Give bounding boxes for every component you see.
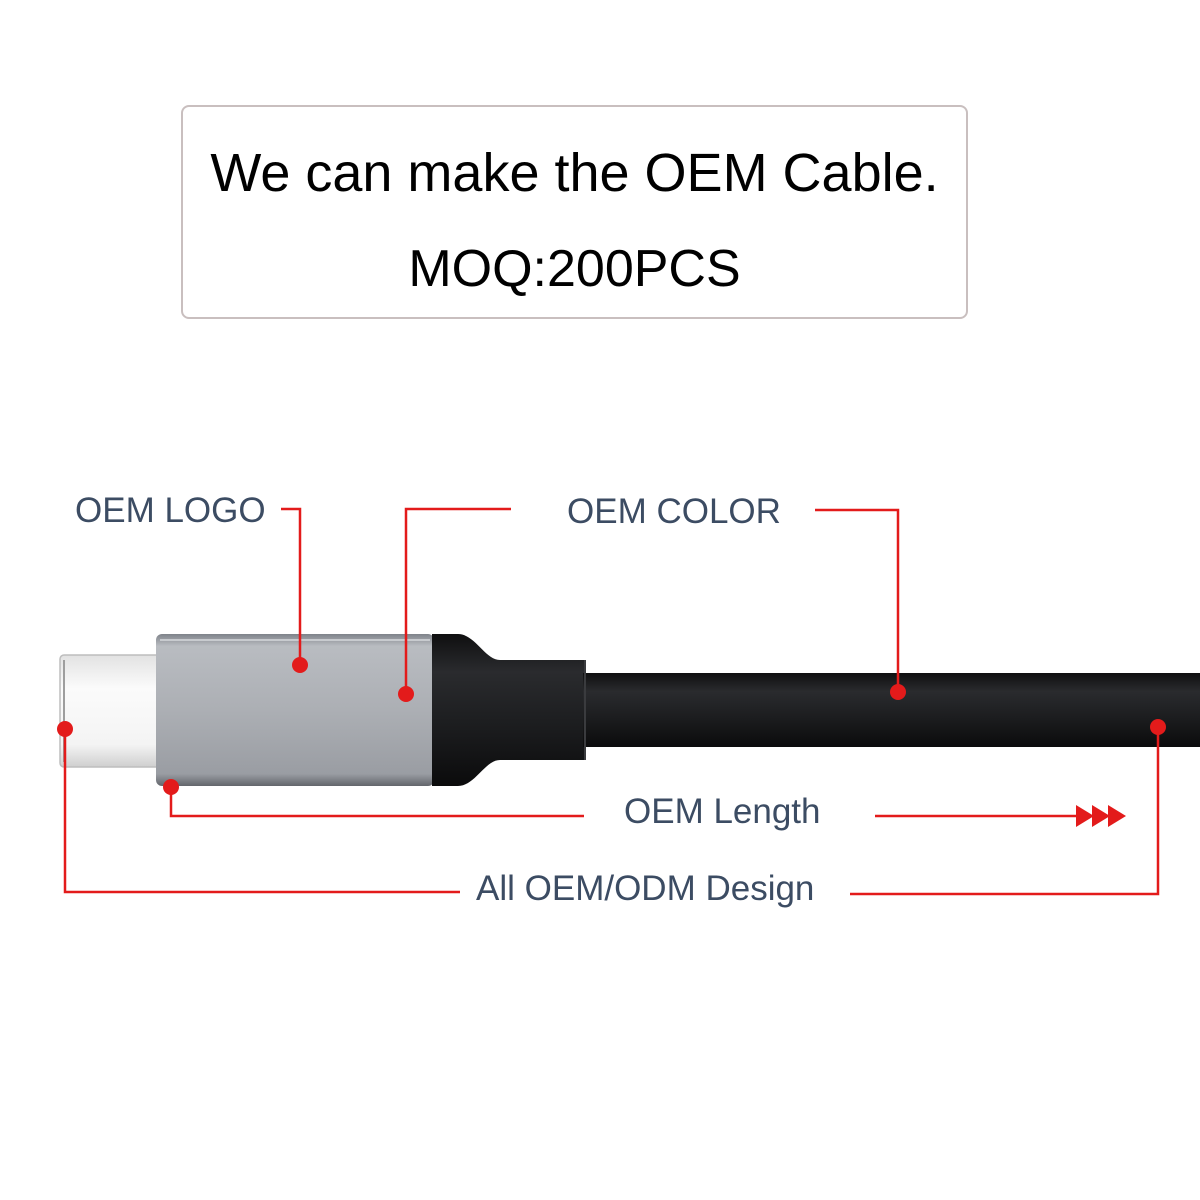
logo-leader-line bbox=[281, 507, 302, 665]
design-dot-left bbox=[57, 721, 73, 737]
design-leader-line-right bbox=[850, 727, 1160, 896]
color-dot-cable bbox=[890, 684, 906, 700]
headline-moq-text: MOQ:200PCS bbox=[408, 240, 741, 298]
oem-length-label: OEM Length bbox=[624, 792, 821, 831]
length-leader-line-left bbox=[169, 787, 584, 818]
oem-odm-design-label: All OEM/ODM Design bbox=[476, 869, 815, 908]
design-dot-right bbox=[1150, 719, 1166, 735]
callout-dots bbox=[57, 657, 1166, 795]
leader-lines bbox=[63, 507, 1160, 896]
usb-c-plug-tip bbox=[59, 654, 165, 768]
connector-shell bbox=[156, 634, 434, 786]
cable-body bbox=[432, 634, 1200, 786]
headline-banner: We can make the OEM Cable. MOQ:200PCS bbox=[181, 105, 968, 319]
length-dot bbox=[163, 779, 179, 795]
color-dot-shell bbox=[398, 686, 414, 702]
logo-dot bbox=[292, 657, 308, 673]
headline-oem-text: We can make the OEM Cable. bbox=[210, 143, 939, 203]
length-arrow-icon bbox=[1076, 805, 1126, 827]
color-leader-line-right bbox=[815, 508, 900, 692]
oem-logo-label: OEM LOGO bbox=[75, 491, 266, 530]
color-leader-line-left bbox=[404, 507, 511, 694]
design-leader-line-left bbox=[63, 729, 460, 894]
oem-color-label: OEM COLOR bbox=[567, 492, 781, 531]
